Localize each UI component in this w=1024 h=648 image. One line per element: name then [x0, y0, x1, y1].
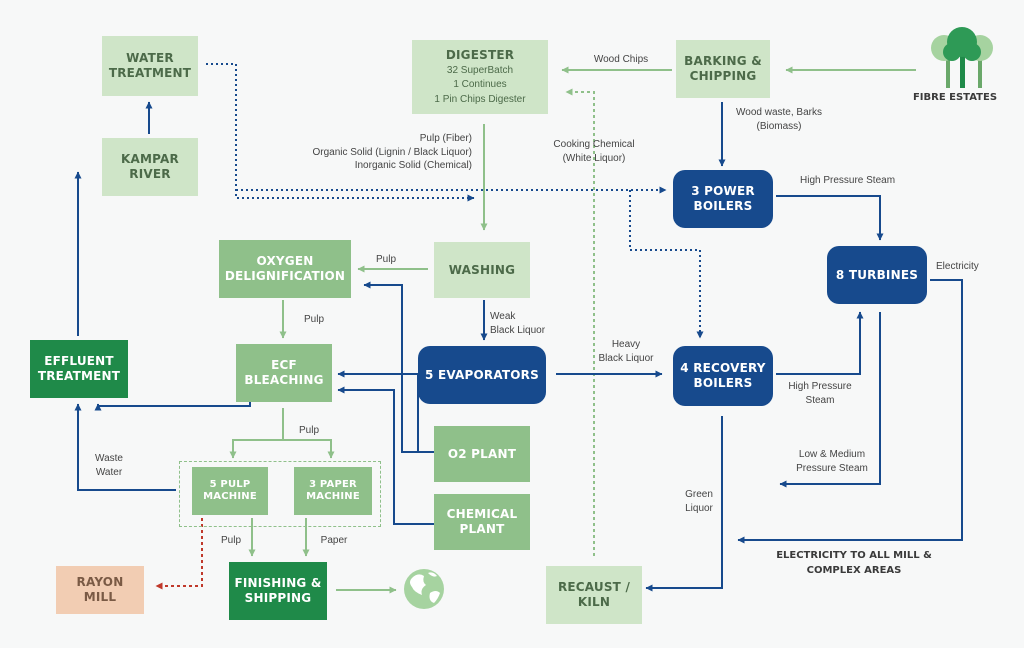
- finishing-shipping-box[interactable]: FINISHING & SHIPPING: [229, 562, 327, 620]
- digester-line-3: 1 Pin Chips Digester: [434, 93, 526, 105]
- arrow-water-to-recovery: [629, 190, 704, 339]
- label-green-liquor: Green Liquor: [685, 489, 713, 514]
- kampar-river-box[interactable]: KAMPAR RIVER: [102, 138, 198, 196]
- label-electricity-all: ELECTRICITY TO ALL MILL & COMPLEX AREAS: [776, 550, 932, 576]
- arrow-white-liquor-to-digester: [565, 88, 595, 556]
- label-pulp-to-ecf: Pulp: [303, 314, 324, 325]
- arrow-machines-to-effluent: [74, 403, 176, 491]
- label-paper-finishing: Paper: [320, 535, 348, 546]
- washing-label: WASHING: [448, 262, 516, 277]
- pulp-machine-box[interactable]: 5 PULP MACHINE: [192, 467, 268, 515]
- chemical-plant-label: CHEMICAL PLANT: [446, 507, 518, 536]
- label-waste-water: Waste Water: [95, 453, 123, 478]
- label-pulp-to-machines: Pulp: [298, 425, 319, 436]
- label-pulp-to-oxygen: Pulp: [375, 254, 396, 265]
- label-electricity: Electricity: [936, 261, 979, 272]
- arrow-pulp-to-rayon: [155, 518, 203, 590]
- recovery-boilers-box[interactable]: 4 RECOVERY BOILERS: [673, 346, 773, 406]
- evaporators-box[interactable]: 5 EVAPORATORS: [418, 346, 546, 404]
- digester-line-1: 32 SuperBatch: [446, 64, 514, 76]
- arrow-recovery-to-turbines: [776, 311, 864, 375]
- finishing-shipping-label: FINISHING & SHIPPING: [234, 576, 322, 605]
- rayon-mill-label: RAYON MILL: [76, 575, 124, 604]
- fibre-estates-label: FIBRE ESTATES: [912, 92, 998, 103]
- recaust-kiln-label: RECAUST / KILN: [557, 580, 631, 609]
- rayon-mill-box[interactable]: RAYON MILL: [56, 566, 144, 614]
- arrow-chemical-to-ecf: [337, 386, 434, 525]
- power-boilers-label: 3 POWER BOILERS: [691, 184, 755, 213]
- arrow-o2-to-ecf: [337, 370, 434, 453]
- power-boilers-box[interactable]: 3 POWER BOILERS: [673, 170, 773, 228]
- arrow-ecf-to-pulp-machine: [229, 408, 284, 459]
- recaust-kiln-box[interactable]: RECAUST / KILN: [546, 566, 642, 624]
- label-heavy-black-liquor: Heavy Black Liquor: [598, 339, 654, 364]
- chemical-plant-box[interactable]: CHEMICAL PLANT: [434, 494, 530, 550]
- label-cooking-chemical: Cooking Chemical (White Liquor): [553, 139, 635, 164]
- ecf-bleaching-label: ECF BLEACHING: [244, 358, 324, 387]
- arrow-turbines-low-steam: [779, 312, 881, 488]
- paper-machine-label: 3 PAPER MACHINE: [306, 478, 360, 503]
- pulp-machine-label: 5 PULP MACHINE: [203, 478, 257, 503]
- o2-plant-box[interactable]: O2 PLANT: [434, 426, 530, 482]
- ecf-bleaching-box[interactable]: ECF BLEACHING: [236, 344, 332, 402]
- oxygen-delignification-box[interactable]: OXYGEN DELIGNIFICATION: [219, 240, 351, 298]
- digester-title: DIGESTER: [445, 47, 515, 62]
- turbines-label: 8 TURBINES: [835, 267, 919, 282]
- label-pulp-finishing: Pulp: [220, 535, 241, 546]
- evaporators-label: 5 EVAPORATORS: [425, 367, 539, 382]
- paper-machine-box[interactable]: 3 PAPER MACHINE: [294, 467, 372, 515]
- label-wood-waste: Wood waste, Barks (Biomass): [736, 107, 822, 132]
- label-hp-steam-recovery: High Pressure Steam: [788, 381, 852, 406]
- arrow-ecf-to-effluent: [94, 400, 251, 411]
- turbines-box[interactable]: 8 TURBINES: [827, 246, 927, 304]
- arrow-water-to-boilers: [206, 63, 475, 202]
- barking-chipping-box[interactable]: BARKING & CHIPPING: [676, 40, 770, 98]
- washing-box[interactable]: WASHING: [434, 242, 530, 298]
- arrow-power-to-turbines: [776, 195, 884, 241]
- label-wood-chips: Wood Chips: [593, 54, 649, 65]
- effluent-treatment-box[interactable]: EFFLUENT TREATMENT: [30, 340, 128, 398]
- kampar-river-label: KAMPAR RIVER: [121, 152, 179, 181]
- recovery-boilers-label: 4 RECOVERY BOILERS: [680, 361, 766, 390]
- oxygen-delignification-label: OXYGEN DELIGNIFICATION: [224, 254, 346, 283]
- label-hp-steam-top: High Pressure Steam: [800, 175, 896, 186]
- trees-icon: [931, 27, 993, 88]
- arrow-ecf-to-paper-machine: [283, 439, 335, 459]
- arrow-recovery-to-recaust: [645, 416, 723, 592]
- digester-line-2: 1 Continues: [453, 79, 507, 91]
- machines-group-border: [179, 461, 381, 527]
- o2-plant-label: O2 PLANT: [447, 446, 517, 461]
- label-weak-black-liquor: Weak Black Liquor: [490, 311, 546, 336]
- globe-icon: [404, 569, 444, 609]
- label-low-medium-steam: Low & Medium Pressure Steam: [796, 449, 868, 474]
- effluent-treatment-label: EFFLUENT TREATMENT: [37, 354, 121, 383]
- digester-box[interactable]: DIGESTER 32 SuperBatch 1 Continues 1 Pin…: [412, 40, 548, 114]
- arrow-turbines-electricity: [737, 279, 963, 544]
- water-treatment-label: WATER TREATMENT: [108, 51, 192, 80]
- barking-chipping-label: BARKING & CHIPPING: [684, 54, 762, 83]
- label-pulp-outputs: Pulp (Fiber) Organic Solid (Lignin / Bla…: [312, 133, 472, 171]
- water-treatment-box[interactable]: WATER TREATMENT: [102, 36, 198, 96]
